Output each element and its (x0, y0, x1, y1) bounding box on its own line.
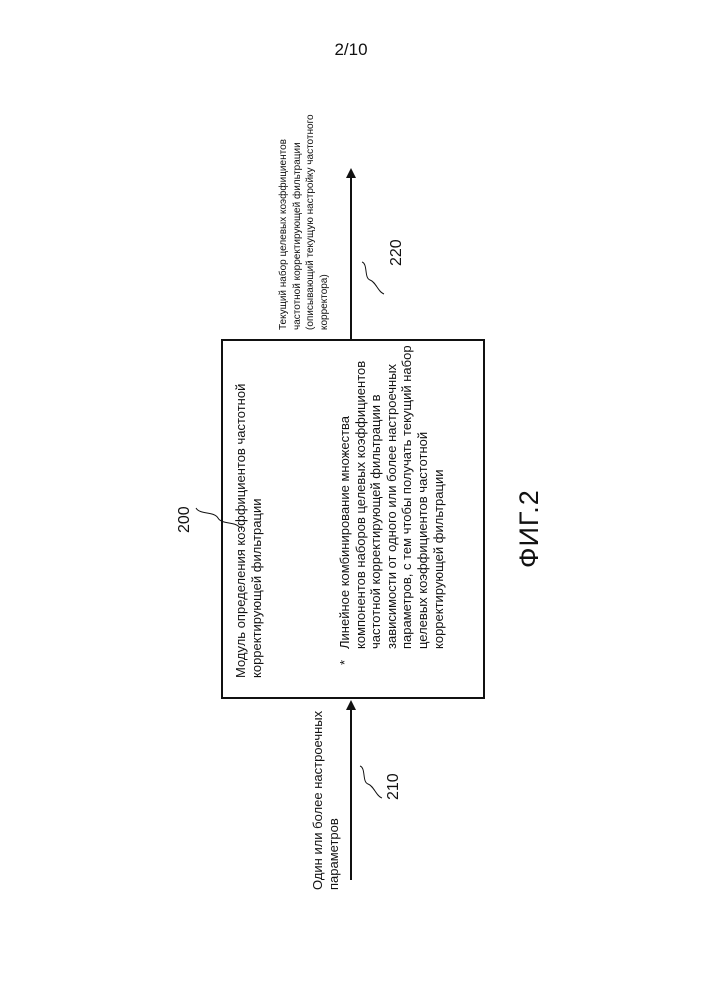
module-bullet-text: Линейное комбинирование множества компон… (337, 340, 446, 649)
ref-210: 210 (385, 773, 403, 800)
module-bullet: * Линейное комбинирование множества комп… (337, 340, 446, 665)
ref-leader-220 (362, 262, 384, 294)
output-label: Текущий набор целевых коэффициентов част… (277, 90, 331, 330)
bullet-marker: * (337, 649, 446, 665)
module-title: Модуль определения коэффициентов частотн… (233, 318, 265, 678)
ref-200: 200 (176, 506, 194, 533)
ref-leader-210 (360, 766, 382, 798)
ref-220: 220 (388, 239, 406, 266)
input-label: Один или более настроечных параметров (310, 690, 342, 890)
figure-caption: ФИГ.2 (514, 489, 544, 568)
